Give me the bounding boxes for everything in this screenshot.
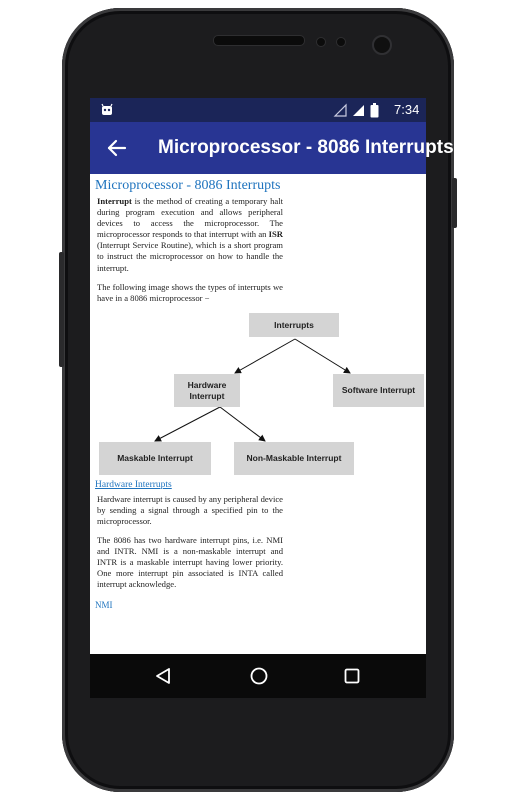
back-triangle-icon[interactable] bbox=[154, 666, 174, 686]
recents-square-icon[interactable] bbox=[342, 666, 362, 686]
navigation-bar bbox=[90, 654, 426, 698]
app-bar: Microprocessor - 8086 Interrupts bbox=[90, 122, 454, 174]
status-time: 7:34 bbox=[394, 102, 420, 117]
diagram-node-non-maskable-interrupt: Non-Maskable Interrupt bbox=[234, 442, 354, 475]
intro-isr: ISR bbox=[268, 229, 283, 240]
screen: 7:34 Microprocessor - 8086 Interrupts Mi… bbox=[90, 98, 454, 698]
hardware-interrupts-link[interactable]: Hardware Interrupts bbox=[95, 480, 172, 490]
app-bar-title: Microprocessor - 8086 Interrupts bbox=[158, 137, 454, 158]
diagram-node-hardware-interrupt: Hardware Interrupt bbox=[174, 374, 240, 407]
status-bar: 7:34 bbox=[90, 98, 426, 122]
android-debug-icon bbox=[101, 103, 113, 115]
signal-empty-icon bbox=[333, 103, 347, 117]
intro-paragraph: Interrupt is the method of creating a te… bbox=[97, 196, 283, 274]
article-content[interactable]: Microprocessor - 8086 Interrupts Interru… bbox=[90, 174, 426, 654]
earpiece-speaker bbox=[213, 35, 305, 46]
next-section-heading: NMI bbox=[95, 600, 113, 610]
proximity-sensor bbox=[316, 37, 326, 47]
intro-term: Interrupt bbox=[97, 196, 132, 206]
home-circle-icon[interactable] bbox=[249, 666, 269, 686]
back-arrow-icon[interactable] bbox=[106, 137, 128, 159]
intro-text-a: is the method of creating a temporary ha… bbox=[97, 196, 283, 240]
battery-icon bbox=[370, 103, 379, 118]
interrupt-types-diagram: Interrupts Hardware Interrupt Software I… bbox=[90, 313, 426, 483]
diagram-node-maskable-interrupt: Maskable Interrupt bbox=[99, 442, 211, 475]
power-button bbox=[452, 178, 457, 228]
light-sensor bbox=[336, 37, 346, 47]
types-paragraph: The following image shows the types of i… bbox=[97, 282, 283, 304]
interrupt-pins-paragraph: The 8086 has two hardware interrupt pins… bbox=[97, 535, 283, 590]
volume-button bbox=[59, 252, 64, 367]
signal-full-icon bbox=[353, 105, 364, 116]
front-camera bbox=[372, 35, 392, 55]
hardware-interrupt-paragraph: Hardware interrupt is caused by any peri… bbox=[97, 494, 283, 527]
intro-text-b: (Interrupt Service Routine), which is a … bbox=[97, 240, 283, 273]
diagram-node-software-interrupt: Software Interrupt bbox=[333, 374, 424, 407]
page-title: Microprocessor - 8086 Interrupts bbox=[95, 178, 281, 193]
diagram-node-interrupts: Interrupts bbox=[249, 313, 339, 337]
diagram-connectors bbox=[154, 338, 351, 442]
